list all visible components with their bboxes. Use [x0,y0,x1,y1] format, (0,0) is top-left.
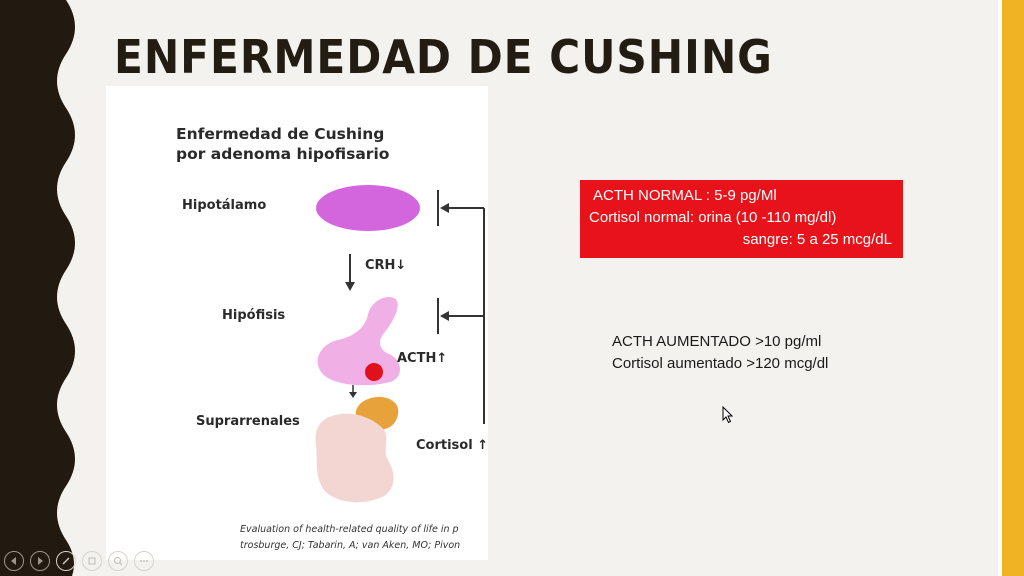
mouse-cursor-icon [722,406,734,424]
previous-slide-button[interactable] [4,551,24,571]
slides-icon [88,557,96,565]
pituitary-label: Hipófisis [222,308,286,323]
diagram-heading: Enfermedad de Cushing por adenoma hipofi… [176,125,390,163]
crh-label: CRH↓ [365,258,407,273]
down-arrow-icon [345,254,355,291]
normal-cortisol-blood-text: sangre: 5 a 25 mcg/dL [742,231,892,248]
normal-values-box: ACTH NORMAL : 5-9 pg/Ml Cortisol normal:… [580,180,903,258]
slides-button[interactable] [82,551,102,571]
raised-cortisol-text: Cortisol aumentado >120 mcg/dl [612,355,829,372]
adrenals-label: Suprarrenales [196,414,300,429]
raised-values-text: ACTH AUMENTADO >10 pg/ml Cortisol aument… [612,331,828,375]
adenoma-shape [365,363,383,381]
pen-button[interactable] [56,551,76,571]
wavy-left-border [0,0,75,576]
more-options-button[interactable] [134,551,154,571]
right-accent-stripe [998,0,1024,576]
hypothalamus-shape [316,185,420,231]
next-icon [38,557,43,565]
feedback-arrow-icon [440,203,449,213]
next-slide-button[interactable] [30,551,50,571]
hypothalamus-label: Hipotálamo [182,198,267,213]
kidney-shape [315,413,394,503]
acth-label: ACTH↑ [397,351,448,366]
feedback-loop-lines [437,190,485,424]
slide-title: ENFERMEDAD DE CUSHING [114,30,773,84]
pituitary-shape [317,296,401,386]
pen-icon [62,557,70,565]
small-down-arrow-icon [349,385,357,398]
more-icon [140,560,148,562]
feedback-arrow-icon [440,311,449,321]
citation: Evaluation of health-related quality of … [240,524,461,551]
presentation-controls [4,551,154,571]
cushing-diagram: Enfermedad de Cushing por adenoma hipofi… [106,86,488,560]
normal-cortisol-urine-text: Cortisol normal: orina (10 -110 mg/dl) [589,209,837,226]
raised-acth-text: ACTH AUMENTADO >10 pg/ml [612,333,822,350]
zoom-button[interactable] [108,551,128,571]
normal-acth-text: ACTH NORMAL : 5-9 pg/Ml [593,187,777,204]
previous-icon [11,557,16,565]
zoom-icon [113,556,123,566]
cortisol-label: Cortisol ↑ [416,438,489,453]
